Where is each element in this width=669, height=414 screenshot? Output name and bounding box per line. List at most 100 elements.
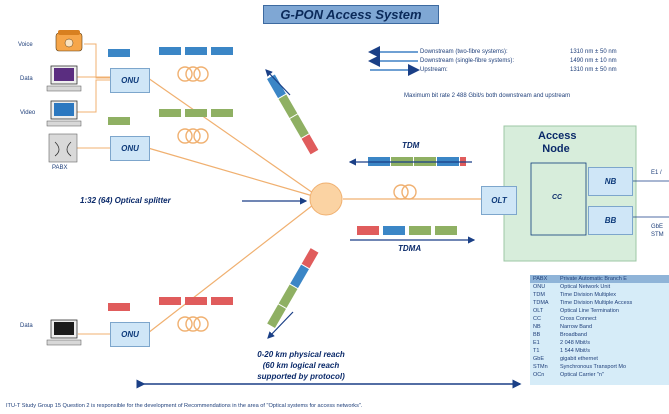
legend-abbr: ONU bbox=[533, 284, 546, 290]
legend-abbr: STMn bbox=[533, 364, 548, 370]
legend-definition: gigabit ethernet bbox=[560, 356, 598, 362]
packet-train-upper bbox=[267, 74, 319, 155]
video-label: Video bbox=[20, 110, 36, 116]
data-label-2: Data bbox=[20, 323, 33, 329]
legend-definition: Time Division Multiplex bbox=[560, 292, 617, 298]
legend-definition: Synchronous Transport Mo bbox=[560, 364, 627, 370]
downstream-2f-label: Downstream (two-fibre systems): bbox=[420, 49, 508, 55]
legend-abbr: GbE bbox=[533, 356, 545, 362]
legend-row: GbE gigabit ethernet bbox=[533, 356, 598, 364]
e1-output-label: E1 / bbox=[651, 170, 662, 176]
packets-onu1 bbox=[108, 47, 233, 57]
legend-row: ONU Optical Network Unit bbox=[533, 284, 610, 292]
max-bitrate-note: Maximum bit rate 2 488 Gbit/s both downs… bbox=[404, 93, 571, 99]
legend-row: NB Narrow Band bbox=[533, 324, 592, 332]
olt-box: OLT bbox=[481, 186, 517, 215]
access-node-outputs bbox=[631, 180, 669, 218]
legend-definition: Narrow Band bbox=[560, 324, 593, 330]
legend-header-bar bbox=[530, 275, 669, 283]
legend-abbr: CC bbox=[533, 316, 541, 322]
legend-abbr: TDMA bbox=[533, 300, 549, 306]
legend-row: BB Broadband bbox=[533, 332, 587, 340]
packets-onu2 bbox=[108, 109, 233, 125]
legend-row: E1 2 048 Mbit/s bbox=[533, 340, 590, 348]
pabx-label: PABX bbox=[52, 165, 68, 171]
reach-line-3: supported by protocol) bbox=[257, 372, 345, 381]
legend-definition: Optical Line Termination bbox=[560, 308, 619, 314]
reach-line-1: 0-20 km physical reach bbox=[257, 350, 345, 359]
data-label-1: Data bbox=[20, 76, 33, 82]
link-voice bbox=[84, 43, 110, 79]
legend-abbr: E1 bbox=[533, 340, 540, 346]
link-video bbox=[76, 79, 110, 113]
onu-box-3: ONU bbox=[110, 322, 150, 347]
legend-definition: Private Automatic Branch E bbox=[560, 276, 627, 282]
downstream-2f-value: 1310 nm ± 50 nm bbox=[570, 49, 617, 55]
fibre-onu1 bbox=[147, 77, 314, 194]
telephone-icon bbox=[55, 30, 83, 52]
downstream-1f-label: Downstream (single-fibre systems): bbox=[420, 58, 515, 64]
packets-onu3 bbox=[108, 297, 233, 311]
legend-row: PABX Private Automatic Branch E bbox=[533, 276, 627, 284]
legend-definition: Cross Connect bbox=[560, 316, 597, 322]
cc-label: CC bbox=[552, 194, 563, 201]
legend-row: OLT Optical Line Termination bbox=[533, 308, 619, 316]
access-node-title-1: Access bbox=[538, 130, 577, 142]
computer-icon-data bbox=[46, 65, 82, 92]
upstream-label: Upstream: bbox=[420, 67, 448, 73]
legend-abbr: OCn bbox=[533, 372, 545, 378]
splitter-label: 1:32 (64) Optical splitter bbox=[80, 196, 171, 205]
fibre-spool-1 bbox=[177, 66, 209, 82]
legend-row: T1 1 544 Mbit/s bbox=[533, 348, 590, 356]
legend-abbr: PABX bbox=[533, 276, 548, 282]
legend-row: STMn Synchronous Transport Mo bbox=[533, 364, 626, 372]
arrow-upper bbox=[265, 69, 291, 96]
cc-frame bbox=[530, 162, 587, 236]
gbe-output-label: GbE bbox=[651, 224, 664, 230]
legend-definition: Broadband bbox=[560, 332, 587, 338]
stm-output-label: STM bbox=[651, 232, 664, 238]
fibre-spool-3 bbox=[177, 316, 209, 332]
fibre-spool-4 bbox=[393, 184, 417, 200]
arrow-lower bbox=[267, 311, 294, 339]
legend-abbr: NB bbox=[533, 324, 541, 330]
legend-definition: 1 544 Mbit/s bbox=[560, 348, 590, 354]
legend-definition: Optical Network Unit bbox=[560, 284, 611, 290]
legend-row: TDM Time Division Multiplex bbox=[533, 292, 616, 300]
legend-abbr: BB bbox=[533, 332, 541, 338]
legend-row: CC Cross Connect bbox=[533, 316, 596, 324]
fibre-spool-2 bbox=[177, 128, 209, 144]
voice-label: Voice bbox=[18, 42, 33, 48]
legend-abbr: TDM bbox=[533, 292, 545, 298]
onu-box-1: ONU bbox=[110, 68, 150, 93]
legend-abbr: OLT bbox=[533, 308, 544, 314]
fibre-onu3 bbox=[147, 204, 314, 334]
nb-box: NB bbox=[588, 167, 633, 196]
legend-abbr: T1 bbox=[533, 348, 540, 354]
computer-icon-video bbox=[46, 100, 82, 127]
bb-box: BB bbox=[588, 206, 633, 235]
downstream-1f-value: 1490 nm ± 10 nm bbox=[570, 58, 617, 64]
fibre-onu2 bbox=[147, 147, 314, 197]
legend-definition: Time Division Multiple Access bbox=[560, 300, 633, 306]
tdm-label: TDM bbox=[402, 141, 420, 150]
legend-row: OCn Optical Carrier "n" bbox=[533, 372, 604, 380]
footer-note: ITU-T Study Group 15 Question 2 is respo… bbox=[6, 403, 363, 409]
onu-box-2: ONU bbox=[110, 136, 150, 161]
pabx-icon bbox=[48, 133, 78, 163]
legend-definition: Optical Carrier "n" bbox=[560, 372, 604, 378]
packets-tdma bbox=[357, 226, 457, 235]
legend-panel bbox=[530, 275, 669, 385]
computer-icon-data2 bbox=[46, 319, 82, 346]
access-node-title-2: Node bbox=[542, 143, 570, 155]
reach-line-2: (60 km logical reach bbox=[262, 361, 340, 370]
optical-splitter bbox=[309, 182, 343, 216]
legend-row: TDMA Time Division Multiple Access bbox=[533, 300, 632, 308]
legend-definition: 2 048 Mbit/s bbox=[560, 340, 590, 346]
packet-train-lower bbox=[267, 248, 319, 328]
tdma-label: TDMA bbox=[398, 244, 422, 253]
page-title: G-PON Access System bbox=[263, 5, 439, 24]
upstream-value: 1310 nm ± 50 nm bbox=[570, 67, 617, 73]
